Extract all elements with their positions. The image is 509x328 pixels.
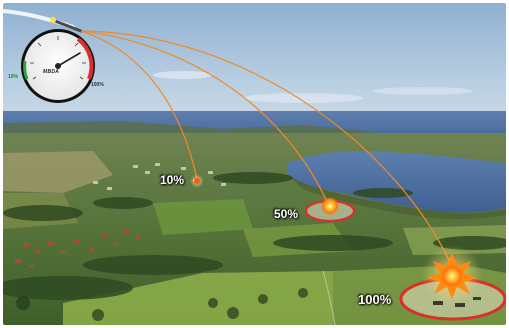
missile-flame [50,17,56,23]
lake-shore [288,175,506,220]
cloud [153,71,213,79]
trajectory-10 [80,30,198,180]
gauge-max-label: 100% [91,82,104,88]
gauge-ticks [30,36,86,80]
impact-label-50: 50% [274,207,299,221]
impact-100 [399,245,506,321]
trajectory-100 [80,30,456,274]
impact-label-10: 10% [160,173,185,187]
trajectories [80,30,456,274]
cloud [243,93,363,103]
village-left [15,229,140,268]
gauge-min-label: 10% [8,74,19,80]
gauge-needle [57,52,81,67]
field [63,271,333,325]
cloud [373,87,473,95]
gauge-red-zone [76,37,94,80]
vehicle-silhouettes [433,297,481,307]
trajectory-50 [80,30,330,207]
impact-10 [190,174,204,188]
gauge-green-zone [23,60,29,80]
tree-masses [3,172,506,300]
gauge [21,29,95,103]
field [153,199,253,235]
village-right [93,163,226,190]
impact-label-100: 100% [358,292,392,307]
field [3,151,113,193]
impact-50 [304,197,356,223]
tree-dots [16,288,308,321]
road [322,270,336,325]
gauge-brand-logo: MBDA [43,69,60,75]
aerial-landscape-photo: 10% 50% 100% 10% 100% MBDA [3,3,506,325]
missile [53,19,83,33]
